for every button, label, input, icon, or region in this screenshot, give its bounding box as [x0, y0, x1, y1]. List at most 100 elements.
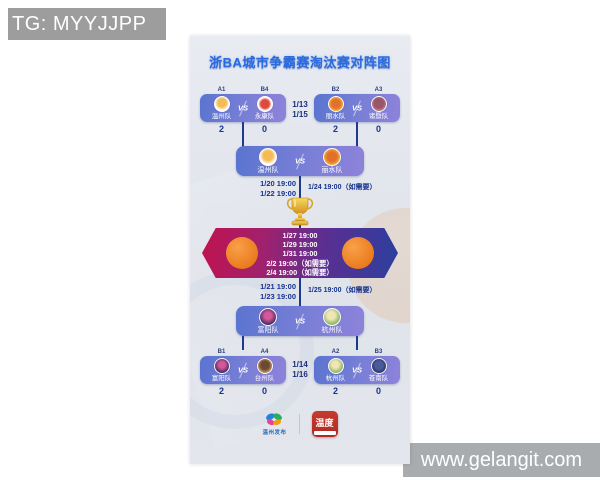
wendu-news-label: 温度 [315, 417, 334, 428]
sf-bottom-date-right: 1/25 19:00（如需要） [308, 287, 377, 294]
seed-label: B2 [331, 87, 340, 93]
match-card: 富阳队 VS 台州队 [200, 356, 286, 384]
qf-date: 1/15 [292, 110, 308, 119]
team-taizhou: 台州队 [247, 358, 283, 382]
team-lishui: 丽水队 [314, 148, 350, 174]
tg-watermark-badge: TG: MYYJJPP [8, 8, 166, 40]
wenzhou-team-logo-icon [259, 148, 277, 166]
poster-footer: 温州发布 温度 [190, 404, 410, 444]
team-name: 永康队 [254, 113, 275, 120]
sf-top-dates-left: 1/20 19:00 1/22 19:00 [220, 179, 296, 198]
footer-divider [298, 414, 300, 434]
sf-date: 1/21 19:00 [260, 282, 296, 291]
team-name: 丽水队 [325, 113, 346, 120]
score-value: 2 [332, 124, 338, 134]
hangzhou-team-logo-icon [323, 308, 341, 326]
score-row: 2 0 [314, 122, 400, 135]
sf-date: 1/20 19:00 [260, 179, 296, 188]
team-name: 丽水队 [321, 167, 343, 174]
bracket-connector-line [356, 336, 358, 350]
score-value: 0 [375, 386, 381, 396]
score-row: 2 0 [200, 122, 286, 135]
wenzhou-fabu-label: 温州发布 [262, 430, 287, 436]
seed-label: A2 [331, 349, 340, 355]
team-name: 富阳队 [211, 375, 232, 382]
seed-row: A1 B4 [200, 86, 286, 94]
team-name: 诸暨队 [368, 113, 389, 120]
team-name: 杭州队 [325, 375, 346, 382]
team-cangnan: 苍南队 [361, 358, 397, 382]
finalist-placeholder-left [226, 237, 258, 269]
vs-label: VS [351, 103, 363, 113]
lishui-team-logo-icon [323, 148, 341, 166]
seed-label: B4 [260, 87, 269, 93]
final-date: 1/31 19:00 [282, 249, 318, 259]
team-fuyang: 富阳队 [250, 308, 286, 334]
qf-bottom-dates: 1/14 1/16 [286, 360, 314, 380]
bracket-connector-line [242, 122, 244, 148]
bracket-connector-line [356, 122, 358, 148]
wendu-news-strip [313, 431, 336, 435]
qf-match-top-right: B2 A3 丽水队 VS 诸暨队 2 0 [314, 86, 400, 135]
vs-label: VS [237, 103, 249, 113]
sf-bottom-dates-left: 1/21 19:00 1/23 19:00 [220, 282, 296, 301]
seed-row: B1 A4 [200, 348, 286, 356]
qf-match-bottom-right: A2 B3 杭州队 VS 苍南队 2 0 [314, 348, 400, 397]
wenzhou-team-logo-icon [213, 96, 230, 112]
bracket-connector-line [242, 336, 244, 350]
wenzhou-fabu-logo: 温州发布 [262, 412, 286, 436]
match-card: 温州队 VS 永康队 [200, 94, 286, 122]
team-wenzhou: 温州队 [204, 96, 240, 120]
score-value: 0 [375, 124, 381, 134]
vs-label: VS [294, 156, 306, 166]
team-name: 杭州队 [321, 327, 343, 334]
qf-match-bottom-left: B1 A4 富阳队 VS 台州队 2 0 [200, 348, 286, 397]
team-zhuji: 诸暨队 [361, 96, 397, 120]
score-row: 2 0 [314, 384, 400, 397]
qf-date: 1/16 [292, 370, 308, 379]
butterfly-icon [266, 413, 283, 426]
final-dates: 1/27 19:00 1/29 19:00 1/31 19:00 2/2 19:… [250, 231, 350, 277]
sf-match-top: 温州队 VS 丽水队 [236, 146, 364, 176]
cangnan-team-logo-icon [370, 358, 387, 374]
sf-top-date-right: 1/24 19:00（如需要） [308, 184, 377, 191]
qf-date: 1/14 [292, 360, 308, 369]
hangzhou-team-logo-icon [327, 358, 344, 374]
seed-row: B2 A3 [314, 86, 400, 94]
team-wenzhou: 温州队 [250, 148, 286, 174]
seed-label: A3 [374, 87, 383, 93]
final-date: 1/27 19:00 [282, 231, 318, 240]
fuyang-team-logo-icon [213, 358, 230, 374]
sf-date: 1/22 19:00 [260, 188, 296, 198]
seed-row: A2 B3 [314, 348, 400, 356]
team-name: 富阳队 [257, 327, 279, 334]
team-fuyang: 富阳队 [204, 358, 240, 382]
website-watermark-badge: www.gelangit.com [403, 443, 600, 477]
score-row: 2 0 [200, 384, 286, 397]
poster-title: 浙BA城市争霸赛淘汰赛对阵图 [209, 55, 391, 70]
yongkang-team-logo-icon [256, 96, 273, 112]
score-value: 2 [218, 124, 224, 134]
bracket-poster: 浙BA城市争霸赛淘汰赛对阵图 A1 B4 温州队 VS 永康队 2 0 [190, 36, 410, 464]
vs-label: VS [237, 365, 249, 375]
seed-label: B3 [374, 349, 383, 355]
seed-label: A4 [260, 349, 269, 355]
team-name: 温州队 [211, 113, 232, 120]
match-card: 杭州队 VS 苍南队 [314, 356, 400, 384]
match-card: 丽水队 VS 诸暨队 [314, 94, 400, 122]
trophy-icon [286, 197, 314, 226]
bracket-connector-line [299, 278, 301, 306]
vs-label: VS [294, 316, 306, 326]
seed-label: A1 [217, 87, 226, 93]
finalist-placeholder-right [342, 237, 374, 269]
qf-top-dates: 1/13 1/15 [286, 100, 314, 120]
score-value: 2 [218, 386, 224, 396]
score-value: 0 [261, 124, 267, 134]
final-date: 2/2 19:00（如需要） [266, 258, 334, 268]
team-name: 台州队 [254, 375, 275, 382]
final-date: 1/29 19:00 [282, 240, 318, 250]
score-value: 0 [261, 386, 267, 396]
taizhou-team-logo-icon [256, 358, 273, 374]
team-lishui: 丽水队 [318, 96, 354, 120]
